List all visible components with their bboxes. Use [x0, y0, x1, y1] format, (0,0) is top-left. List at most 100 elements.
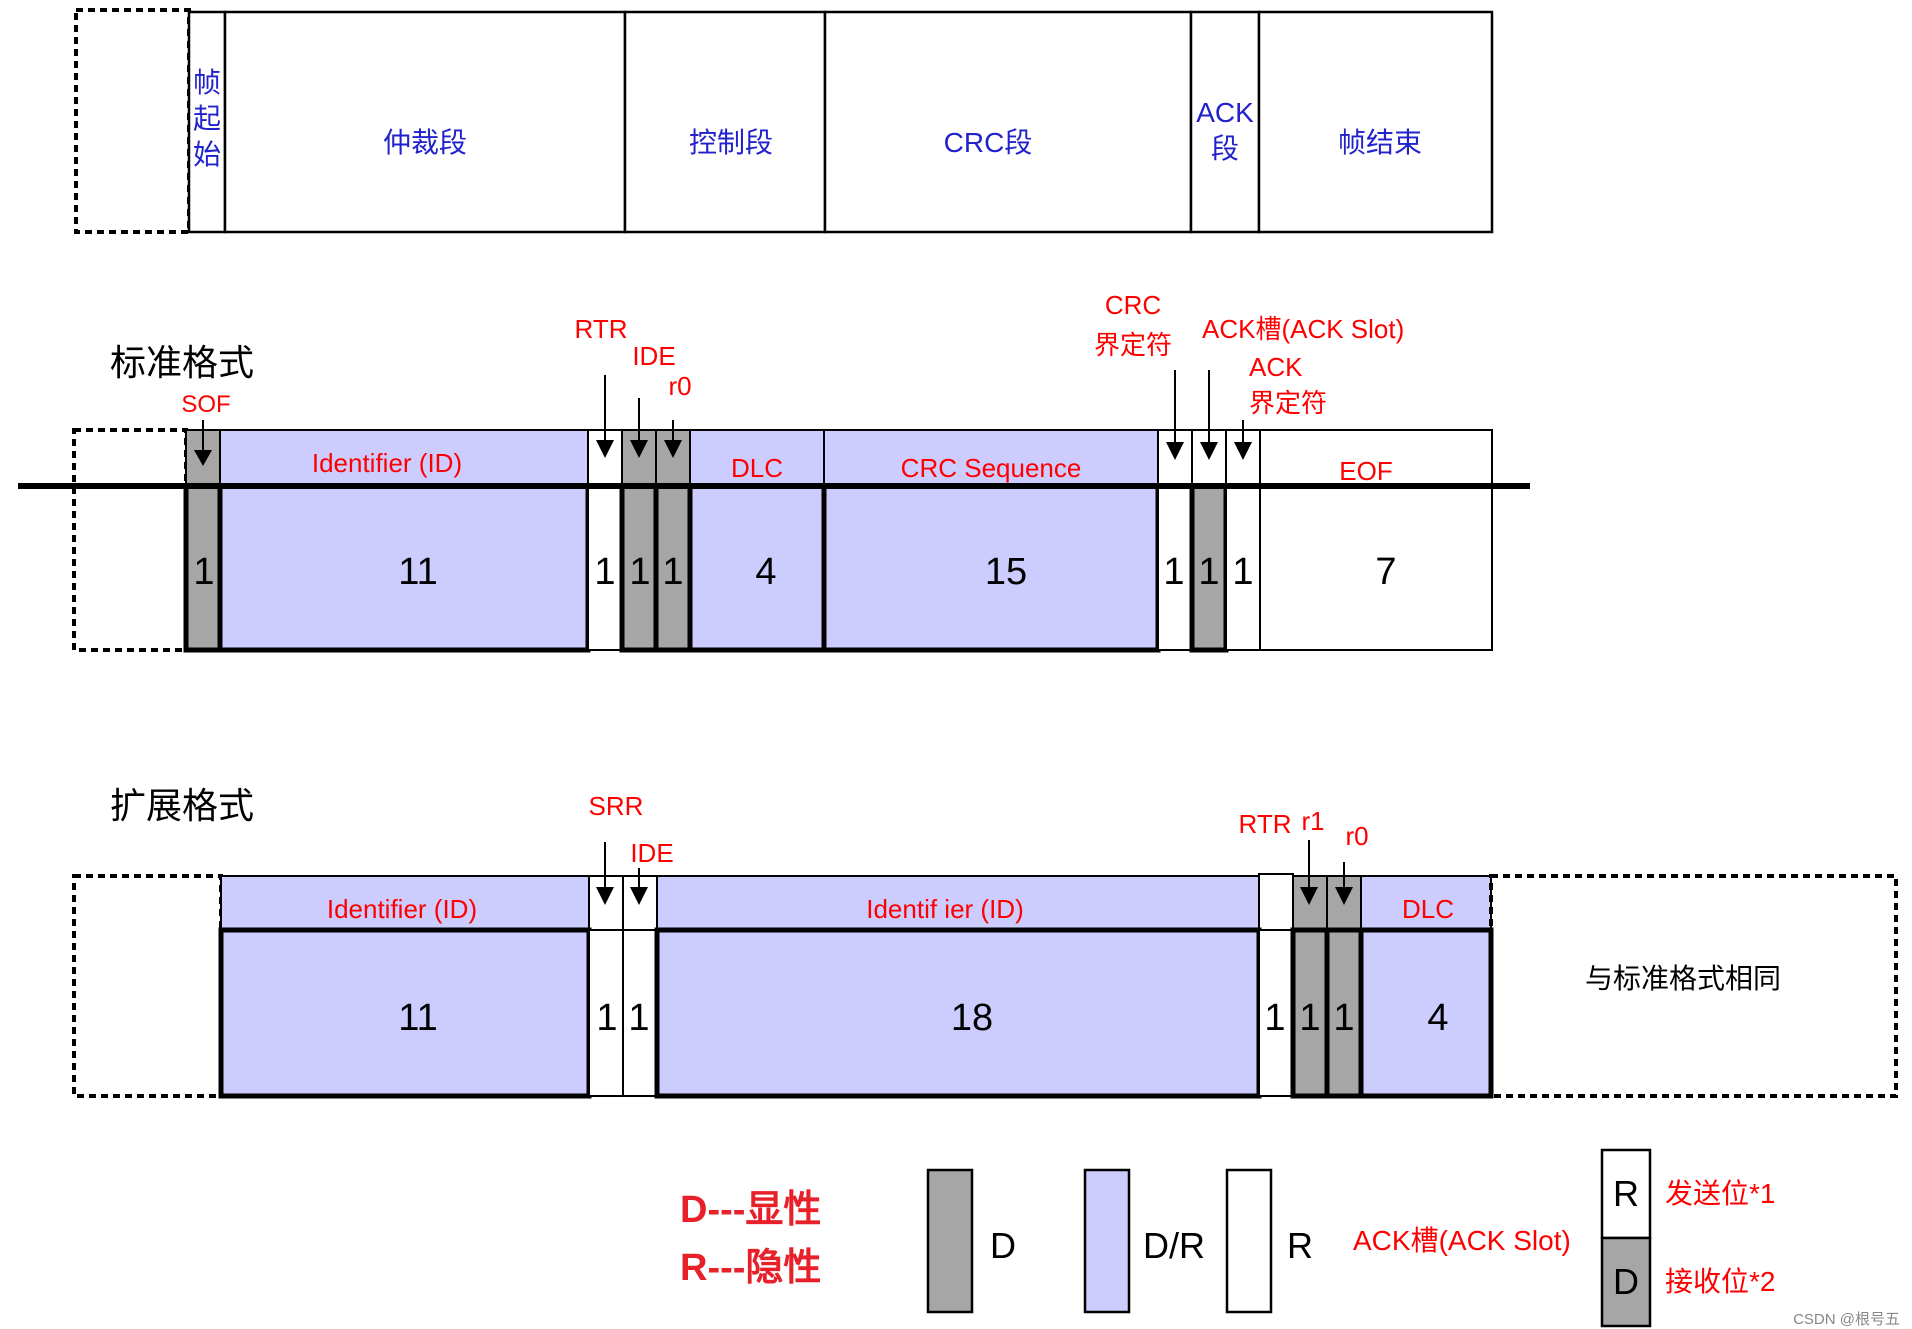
extended-dlc-label: DLC: [1402, 894, 1454, 924]
extended-remaining-box: [1489, 874, 1898, 1098]
standard-id-bits: 11: [398, 551, 437, 593]
standard-eof-label: EOF: [1339, 456, 1392, 486]
standard-ide-callout: IDE: [632, 341, 675, 371]
extended-id-base-label: Identifier (ID): [327, 894, 477, 924]
segment-control-label: 控制段: [689, 127, 773, 158]
segment-ack-label: ACK 段: [1196, 97, 1254, 164]
extended-format-diagram: 扩展格式 与标准格式相同 Identifier (ID) Identif ier…: [72, 785, 1898, 1099]
extended-format-title: 扩展格式: [110, 785, 254, 826]
legend-recessive-definition: R---隐性: [680, 1247, 821, 1289]
segment-eof-cell: [1257, 10, 1494, 234]
segment-ack-label-line: 段: [1211, 133, 1239, 164]
standard-dlc-label: DLC: [731, 453, 783, 483]
segment-crc-label: CRC段: [944, 127, 1033, 158]
standard-sof-callout: SOF: [181, 391, 230, 418]
legend: D---显性 R---隐性 D D/R R ACK槽(ACK Slot) R D…: [680, 1148, 1775, 1328]
watermark: CSDN @根号五: [1793, 1311, 1900, 1328]
legend-dominant-label: D: [990, 1225, 1016, 1266]
segment-ack-cell: [1189, 10, 1261, 234]
segment-eof-label: 帧结束: [1338, 127, 1422, 158]
extended-rtr-header: [1258, 873, 1294, 931]
standard-eof-header: [1259, 429, 1493, 487]
extended-rtr-callout: RTR: [1239, 809, 1292, 839]
legend-dr-label: D/R: [1143, 1225, 1205, 1266]
standard-r0-callout: r0: [668, 371, 691, 401]
ack-delim-arrowhead: [1234, 442, 1252, 460]
extended-remaining-label: 与标准格式相同: [1585, 963, 1781, 994]
extended-callout-arrows: [596, 840, 1353, 905]
extended-r1-bits: 1: [1299, 997, 1320, 1039]
standard-idle-box: [72, 428, 188, 652]
standard-dlc-bits: 4: [755, 551, 776, 593]
ack-slot-arrowhead: [1200, 442, 1218, 460]
extended-ide-bits: 1: [628, 997, 649, 1039]
standard-ack-slot-bits: 1: [1198, 551, 1219, 593]
legend-ack-dominant-letter: D: [1613, 1261, 1639, 1302]
standard-ack-delim-bits: 1: [1232, 551, 1253, 593]
standard-crc-delim-bits: 1: [1163, 551, 1184, 593]
standard-format-diagram: 标准格式 Identifier (ID) DLC CRC Sequence: [18, 290, 1530, 653]
extended-r0-cell: [1324, 927, 1364, 1099]
standard-eof-bits: 7: [1375, 551, 1396, 593]
extended-rtr-cell: [1258, 929, 1294, 1097]
standard-ack-delim-cell: [1225, 485, 1261, 651]
standard-crc-delim-callout-line: CRC: [1105, 290, 1161, 320]
r0-arrowhead: [664, 440, 682, 458]
segment-arbitration-label: 仲裁段: [383, 127, 467, 158]
standard-dlc-header: [689, 429, 825, 487]
r1-arrowhead: [1300, 887, 1318, 905]
legend-ack-slot-label: ACK槽(ACK Slot): [1353, 1225, 1571, 1256]
extended-id-ext-bits: 18: [951, 997, 993, 1039]
legend-recessive-swatch: [1225, 1168, 1273, 1314]
extended-id-base-bits: 11: [398, 997, 437, 1039]
legend-ack-recessive-cell: [1600, 1148, 1652, 1240]
standard-r0-bits: 1: [662, 551, 683, 593]
segment-sof-cell: [187, 10, 227, 234]
ide-arrowhead: [630, 440, 648, 458]
extended-dlc-bits: 4: [1427, 997, 1448, 1039]
sof-arrowhead: [194, 450, 212, 466]
rtr-arrowhead: [596, 440, 614, 458]
standard-rtr-callout: RTR: [575, 314, 628, 344]
extended-dlc-cell: [1358, 927, 1494, 1099]
extended-dlc-header: [1360, 875, 1492, 931]
extended-ide-cell: [622, 929, 658, 1097]
segment-sof-label-line: 始: [193, 139, 221, 170]
standard-id-label: Identifier (ID): [312, 448, 462, 478]
standard-crc-delim-callout-line: 界定符: [1094, 330, 1172, 360]
standard-ide-bits: 1: [629, 551, 650, 593]
ext-r0-arrowhead: [1335, 887, 1353, 905]
segment-sof-label-line: 起: [193, 103, 221, 134]
standard-ack-slot-callout: ACK槽(ACK Slot): [1202, 314, 1404, 344]
extended-r1-callout: r1: [1301, 806, 1324, 836]
standard-rtr-bits: 1: [594, 551, 615, 593]
extended-rtr-bits: 1: [1264, 997, 1285, 1039]
standard-ack-delim-callout-line: 界定符: [1249, 388, 1327, 418]
legend-recessive-label: R: [1287, 1225, 1313, 1266]
segment-crc-cell: [823, 10, 1193, 234]
extended-r0-bits: 1: [1333, 997, 1354, 1039]
ext-ide-arrowhead: [630, 887, 648, 905]
segment-control-cell: [623, 10, 827, 234]
legend-dominant-swatch: [926, 1168, 974, 1314]
legend-ack-recessive-letter: R: [1613, 1173, 1639, 1214]
standard-callout-arrows: [194, 370, 1252, 466]
legend-ack-send-desc: 发送位*1: [1665, 1178, 1775, 1209]
srr-arrowhead: [596, 887, 614, 905]
segment-ack-label-line: ACK: [1196, 97, 1254, 128]
extended-r0-callout: r0: [1345, 821, 1368, 851]
legend-ack-receive-desc: 接收位*2: [1665, 1266, 1775, 1297]
extended-idle-box: [72, 874, 223, 1098]
standard-format-title: 标准格式: [110, 342, 254, 383]
standard-sof-bits: 1: [193, 551, 214, 593]
extended-ide-callout: IDE: [630, 838, 673, 868]
crc-delim-arrowhead: [1166, 442, 1184, 460]
standard-crc-bits: 15: [985, 551, 1027, 593]
legend-dominant-definition: D---显性: [680, 1189, 821, 1231]
standard-crc-delim-callout: CRC 界定符: [1094, 290, 1172, 360]
extended-id-base-cell: [218, 927, 592, 1099]
extended-srr-callout: SRR: [589, 791, 644, 821]
